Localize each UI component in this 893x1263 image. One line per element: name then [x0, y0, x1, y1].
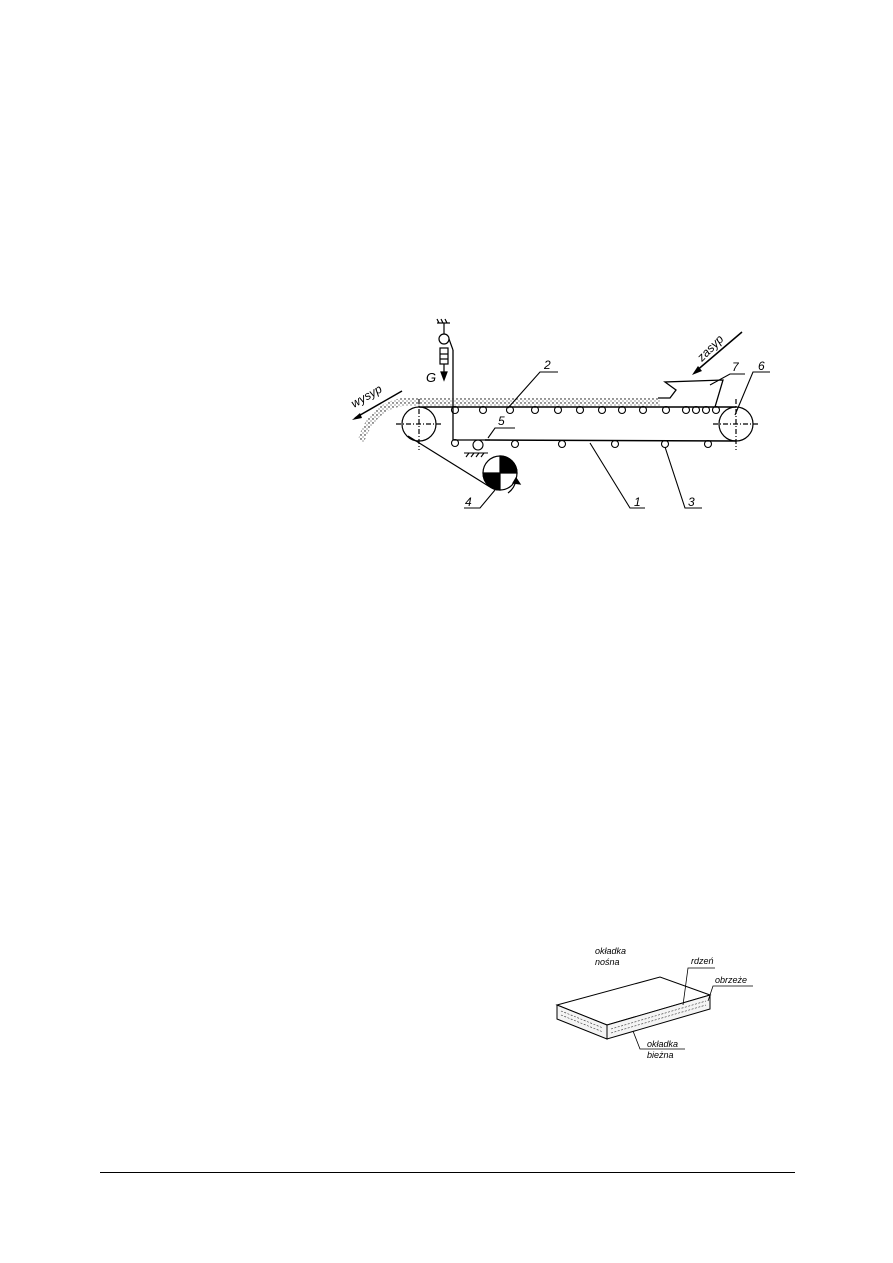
speed-sensor: [464, 439, 488, 458]
label-6: 6: [758, 359, 765, 373]
footer-rule: [100, 1172, 795, 1173]
belt-block: [555, 976, 712, 1040]
label-2: 2: [543, 358, 551, 372]
label-okladka-nosna-1: okładka: [595, 946, 626, 956]
belt-bottom: [484, 439, 737, 442]
label-3: 3: [688, 495, 695, 509]
conveyor-scale-diagram: wysyp: [340, 310, 770, 520]
label-okladka-biezna-1: okładka: [647, 1039, 678, 1049]
label-rdzen: rdzeń: [691, 956, 714, 966]
label-G: G: [426, 370, 436, 385]
label-okladka-nosna-2: nośna: [595, 957, 620, 967]
discharge-arrow: [354, 390, 403, 419]
label-okladka-biezna-2: bieżna: [647, 1050, 674, 1060]
bottom-idlers: [450, 438, 713, 449]
feed-arrow: [694, 331, 743, 373]
belt-structure-diagram: okładka nośna rdzeń obrzeże okładka bież…: [545, 935, 770, 1075]
label-7: 7: [732, 360, 740, 374]
top-idlers: [450, 405, 721, 415]
bulk-material: [402, 398, 660, 406]
belt-leader-lines: [632, 967, 753, 1050]
hopper: [658, 379, 724, 408]
label-5: 5: [498, 414, 505, 428]
drive-motor: [407, 435, 522, 494]
label-obrzeze: obrzeże: [715, 975, 747, 985]
label-1: 1: [634, 495, 641, 509]
counterweight: [436, 318, 454, 382]
discharge-stream: [358, 398, 404, 442]
label-4: 4: [465, 495, 472, 509]
weigh-frame: [452, 350, 490, 441]
label-wysyp: wysyp: [349, 382, 385, 411]
leader-lines: [464, 371, 770, 509]
